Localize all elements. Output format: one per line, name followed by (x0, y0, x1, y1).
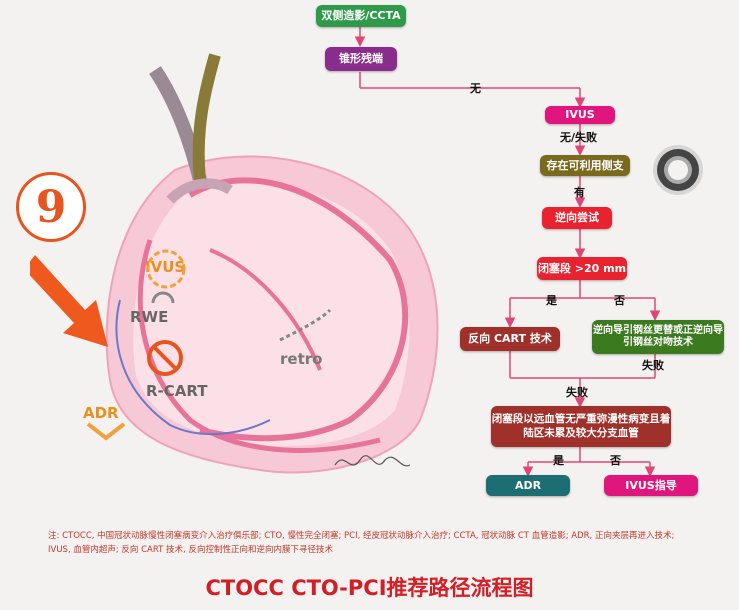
angiography-node: 双侧造影/CCTA (316, 5, 406, 27)
guidewire (115, 299, 271, 435)
label-yes-1: 是 (546, 294, 557, 307)
no-entry-icon (147, 340, 183, 376)
label-no-2: 否 (610, 454, 621, 467)
ivus-annotation: IVUS (145, 258, 186, 276)
label-none: 无 (470, 82, 481, 95)
heart-inner (133, 182, 410, 447)
occlusion-length-node: 闭塞段 >20 mm (537, 257, 627, 280)
footnote: 注: CTOCC, 中国冠状动脉慢性闭塞病变介入治疗俱乐部; CTO, 慢性完全… (48, 531, 675, 555)
adr-annotation: ADR (83, 404, 119, 422)
vessel-posterior (209, 248, 322, 371)
ivus-node: IVUS (545, 106, 615, 124)
label-yes-2: 是 (553, 454, 564, 467)
orange-arrow-icon (30, 255, 108, 347)
ivus-ring-icon (653, 145, 703, 195)
tapered-stump-node: 锥形残端 (325, 47, 397, 71)
vessel-descending (137, 239, 381, 453)
retro-annotation: retro (280, 350, 323, 368)
side-branch-node: 存在可利用侧支 (540, 155, 630, 176)
rwe-arrows-icon (151, 291, 175, 304)
vessel-main (188, 177, 409, 442)
distal-vessel-node: 闭塞段以远血管无严重弥漫性病变且着陆区未累及较大分支血管 (491, 406, 671, 447)
reverse-cart-node: 反向 CART 技术 (460, 327, 560, 351)
ivus-gear-icon (146, 249, 186, 289)
label-none-fail: 无/失败 (560, 131, 598, 144)
catheter-olive (192, 53, 221, 181)
retrograde-attempt-node: 逆向尝试 (542, 207, 612, 229)
heart-diagram (105, 53, 439, 474)
rcart-annotation: R-CART (146, 382, 208, 400)
aorta-root (166, 178, 233, 204)
label-no-1: 否 (614, 294, 625, 307)
adr-chevron-icon (86, 422, 126, 441)
number-text: 9 (35, 181, 67, 233)
retrograde-wire-node: 逆向导引钢丝更替或正逆向导引钢丝对吻技术 (592, 320, 724, 354)
label-yes: 有 (574, 186, 585, 199)
adr-node: ADR (486, 475, 570, 496)
ivus-guide-node: IVUS指导 (604, 475, 698, 496)
figure-title: CTOCC CTO-PCI推荐路径流程图 (205, 576, 534, 600)
number-badge: 9 (16, 172, 86, 242)
rwe-annotation: RWE (130, 308, 169, 326)
signature-scribble (334, 455, 411, 467)
label-fail-2: 失败 (566, 386, 588, 399)
label-fail-1: 失败 (642, 359, 664, 372)
